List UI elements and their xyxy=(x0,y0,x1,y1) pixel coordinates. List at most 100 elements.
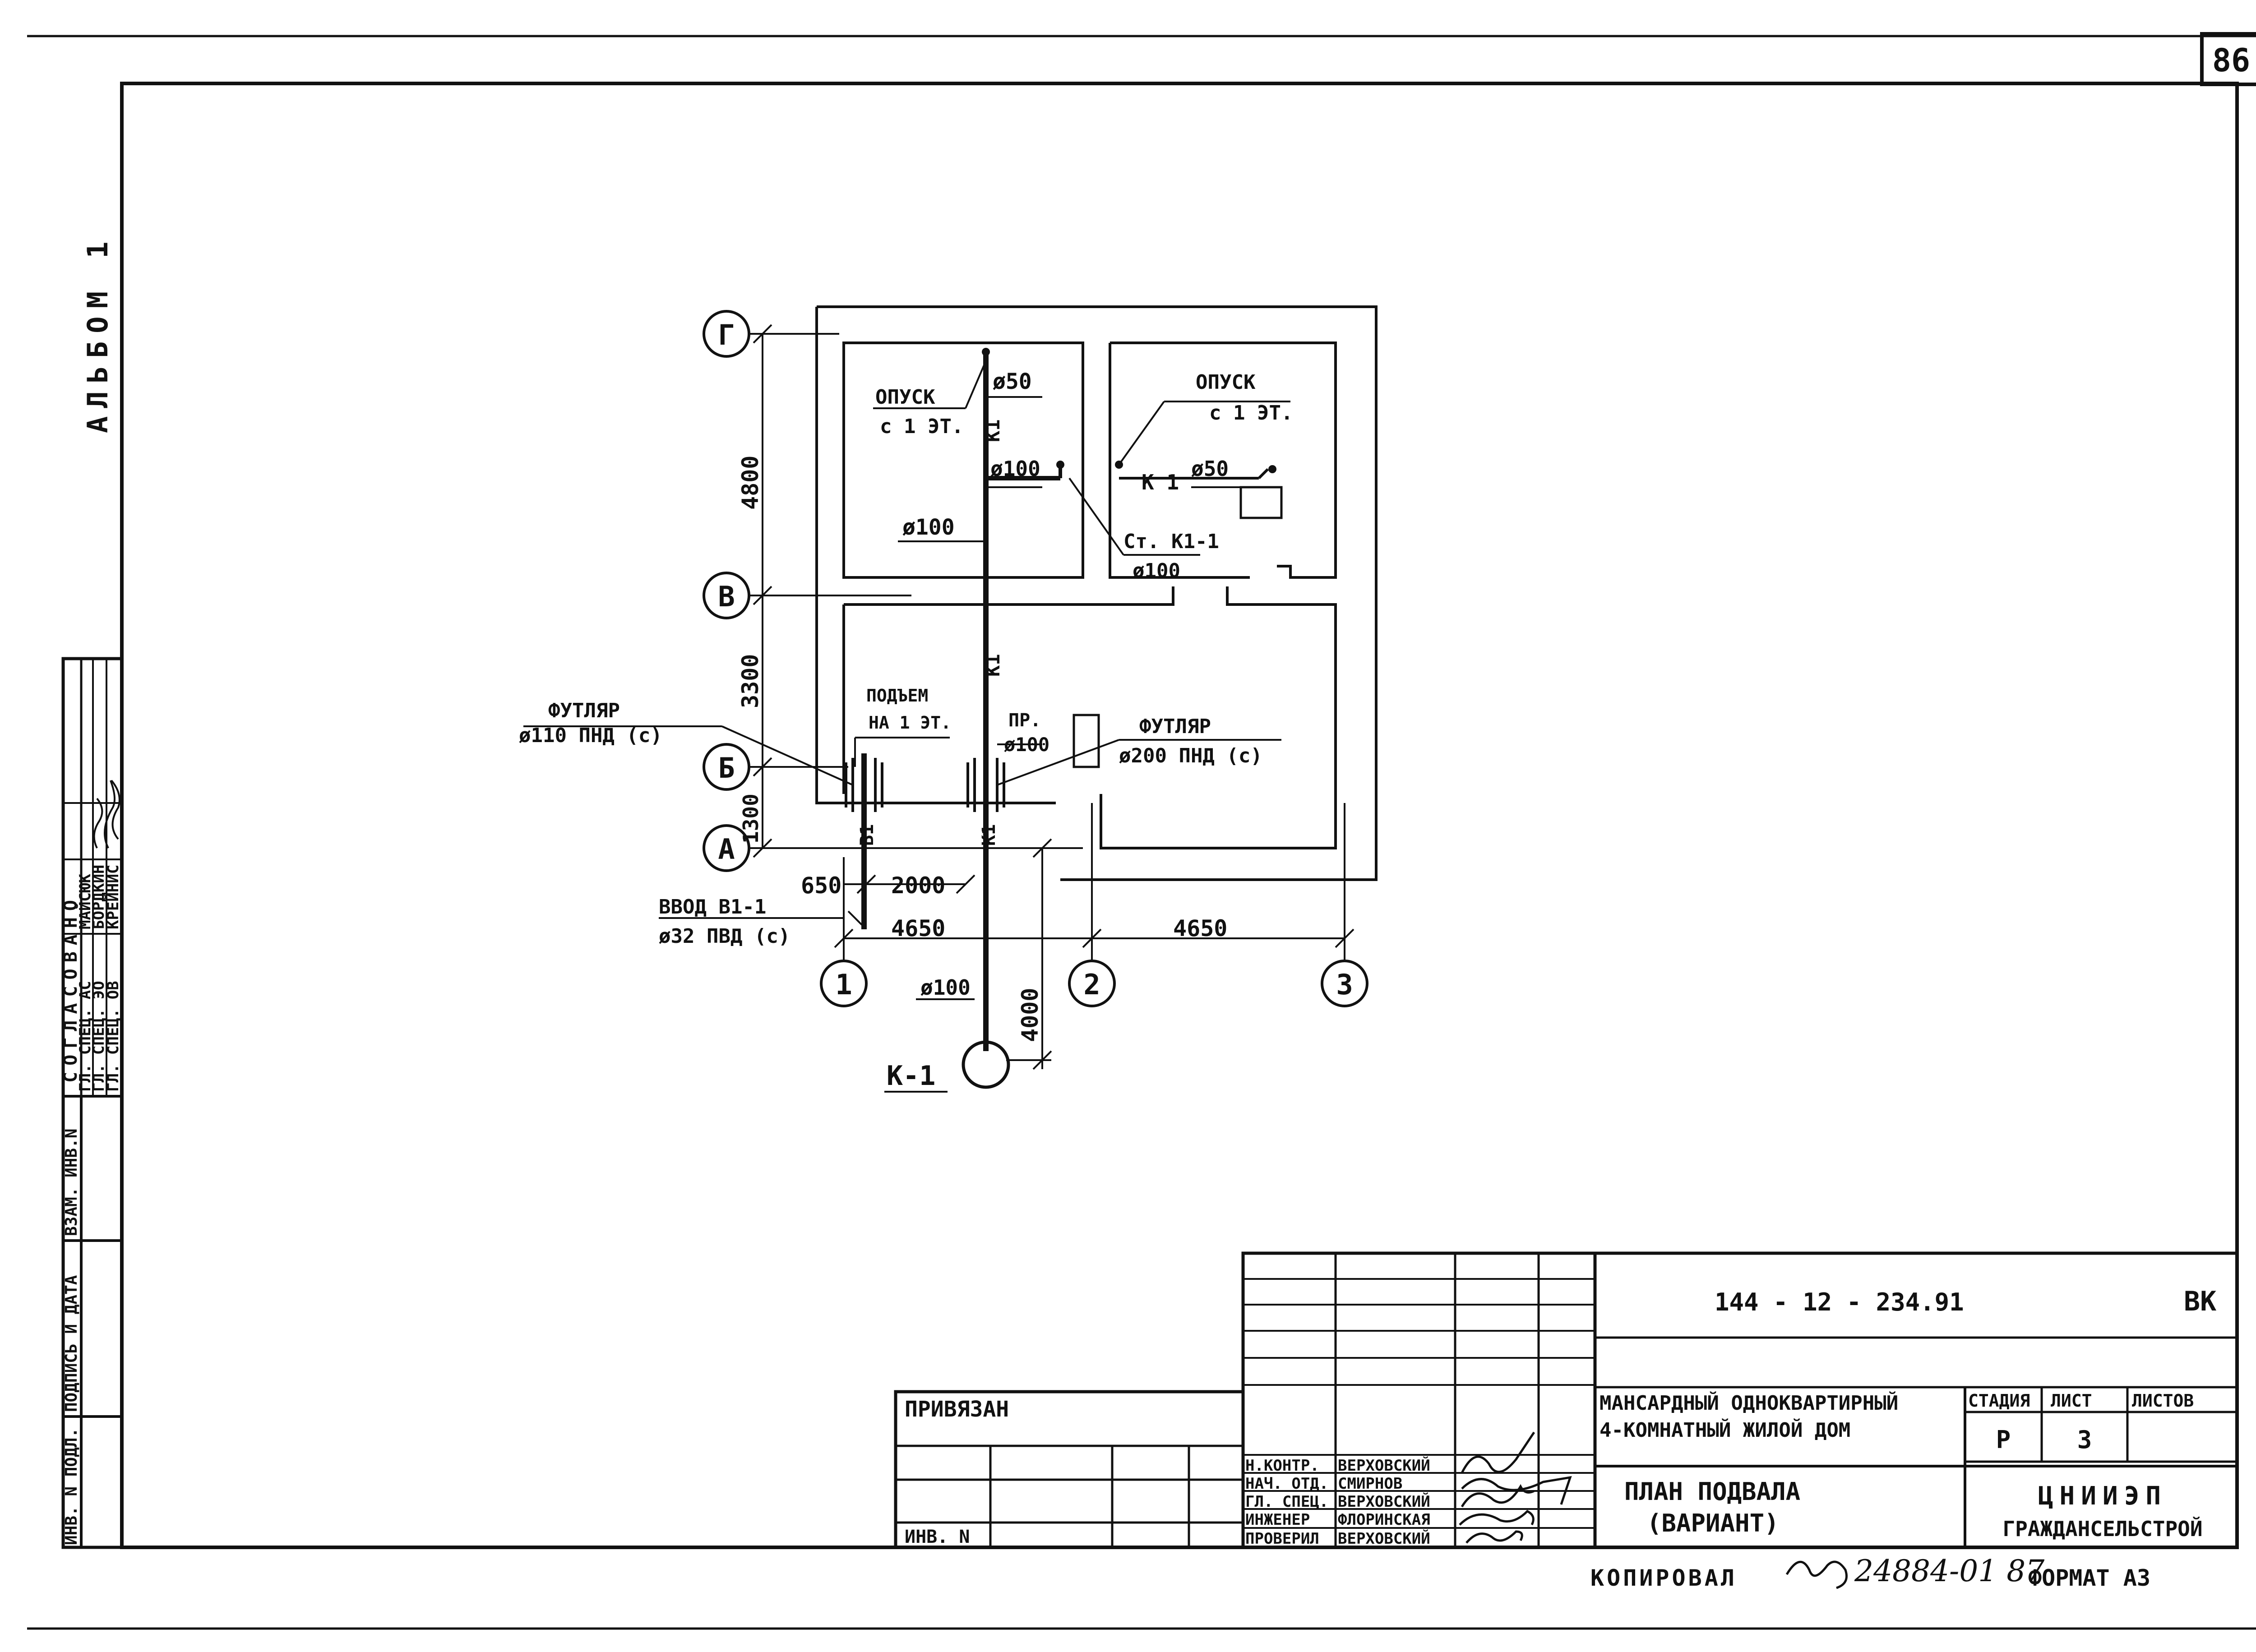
name-proveril: ВЕРХОВСКИЙ xyxy=(1338,1529,1430,1548)
svg-text:2: 2 xyxy=(1083,968,1100,1001)
dim-2000: 2000 xyxy=(891,872,945,899)
dim-1300: 1300 xyxy=(739,794,763,844)
label-d100-d: ø100 xyxy=(1004,734,1049,756)
role-nach-otd: НАЧ. ОТД. xyxy=(1245,1475,1328,1493)
label-podem-floor: НА 1 ЭТ. xyxy=(869,713,951,733)
side-label-podpis: ПОДПИСЬ И ДАТА xyxy=(62,1275,81,1412)
name-nach-otd: СМИРНОВ xyxy=(1338,1475,1402,1493)
approval-strip xyxy=(61,657,124,1549)
label-futlyar-2: ФУТЛЯР xyxy=(1139,715,1211,738)
label-vvod: ВВОД В1-1 xyxy=(659,895,766,918)
document-mark: ВК xyxy=(2184,1286,2216,1317)
dim-4650-right: 4650 xyxy=(1173,915,1227,941)
label-k1-lower: К1 xyxy=(979,824,999,846)
label-podem: ПОДЪЕМ xyxy=(866,686,928,706)
inv-label: ИНВ. N xyxy=(905,1527,970,1547)
pipe-nodes xyxy=(982,348,1276,473)
approval-role-1: ГЛ. СПЕЦ. АС xyxy=(76,981,94,1092)
side-label-inv: ИНВ. N ПОДЛ. xyxy=(62,1428,81,1545)
label-d100-e: ø100 xyxy=(920,975,971,1000)
approval-role-3: ГЛ. СПЕЦ. ОВ xyxy=(104,981,122,1092)
role-nkontr: Н.КОНТР. xyxy=(1245,1457,1319,1475)
list-value: 3 xyxy=(2077,1426,2092,1454)
axis-bubble-1: 1 xyxy=(820,960,868,1007)
side-label-vzam: ВЗАМ. ИНВ.N xyxy=(62,1129,81,1236)
svg-text:А: А xyxy=(718,833,735,866)
label-st-k1: Ст. К1-1 xyxy=(1123,530,1219,553)
sheet-number: 86 xyxy=(2212,42,2250,79)
project-name-line1: МАНСАРДНЫЙ ОДНОКВАРТИРНЫЙ xyxy=(1600,1391,1898,1415)
label-futlyar-1: ФУТЛЯР xyxy=(548,699,620,722)
label-futlyar-1-spec: ø110 ПНД (с) xyxy=(519,724,662,747)
dim-650: 650 xyxy=(801,872,841,899)
approval-name-2: БОРДКИН xyxy=(90,865,108,929)
svg-text:Г: Г xyxy=(718,318,735,351)
svg-text:В: В xyxy=(718,580,735,613)
org-name-line2: ГРАЖДАНСЕЛЬСТРОЙ xyxy=(2002,1517,2202,1541)
role-gl-spec: ГЛ. СПЕЦ. xyxy=(1245,1493,1328,1511)
project-name-line2: 4-КОМНАТНЫЙ ЖИЛОЙ ДОМ xyxy=(1600,1418,1850,1442)
document-code: 144 - 12 - 234.91 xyxy=(1715,1288,1964,1316)
svg-text:1: 1 xyxy=(835,968,852,1001)
role-inzhener: ИНЖЕНЕР xyxy=(1245,1511,1310,1529)
label-opusk-2-floor: с 1 ЭТ. xyxy=(1209,401,1293,425)
stage-header: СТАДИЯ xyxy=(1968,1391,2030,1411)
basement-plan xyxy=(815,305,1378,881)
org-name-line1: ЦНИИЭП xyxy=(2038,1481,2167,1511)
name-nkontr: ВЕРХОВСКИЙ xyxy=(1338,1456,1430,1475)
approval-role-2: ГЛ. СПЕЦ. ЭО xyxy=(90,981,108,1092)
lists-header: ЛИСТОВ xyxy=(2132,1391,2194,1411)
copied-signature xyxy=(1785,1560,1848,1589)
dim-4650-left: 4650 xyxy=(891,915,945,941)
list-header: ЛИСТ xyxy=(2051,1391,2092,1411)
svg-text:3: 3 xyxy=(1336,968,1353,1001)
axis-bubble-g: Г xyxy=(703,310,750,358)
axis-bubble-3: 3 xyxy=(1321,960,1368,1007)
label-k1-upper: К1 xyxy=(982,419,1004,442)
label-k1-mid: К 1 xyxy=(1142,470,1179,494)
name-gl-spec: ВЕРХОВСКИЙ xyxy=(1338,1492,1430,1511)
sheet-title-line2: (ВАРИАНТ) xyxy=(1647,1509,1779,1537)
sheet-number-box xyxy=(2200,32,2256,86)
approval-signature-3 xyxy=(111,780,120,840)
dim-4000: 4000 xyxy=(1017,988,1043,1042)
title-signatures xyxy=(1459,1431,1572,1544)
label-d100-c: ø100 xyxy=(1133,559,1180,582)
copied-label: КОПИРОВАЛ xyxy=(1590,1565,1737,1591)
approval-name-1: МАЙСЮК xyxy=(76,874,94,929)
sewer-well-circle xyxy=(962,1040,1010,1089)
label-pr: ПР. xyxy=(1008,710,1041,731)
approval-signature-2 xyxy=(93,798,103,849)
label-vvod-spec: ø32 ПВД (с) xyxy=(659,925,790,948)
format-label: ФОРМАТ А3 xyxy=(2028,1565,2150,1591)
privyazan-label: ПРИВЯЗАН xyxy=(905,1397,1009,1422)
label-opusk-2: ОПУСК xyxy=(1196,371,1256,394)
label-d50-right: ø50 xyxy=(1191,457,1229,481)
approval-title: СОГЛАСОВАНО xyxy=(60,894,81,1083)
dim-4800: 4800 xyxy=(737,456,763,510)
label-opusk-1: ОПУСК xyxy=(875,386,935,409)
axis-bubble-v: В xyxy=(703,572,750,619)
label-b1: В1 xyxy=(857,824,878,846)
order-number: 24884-01 87 xyxy=(1854,1554,2044,1588)
sheet-title-line1: ПЛАН ПОДВАЛА xyxy=(1624,1477,1800,1506)
role-proveril: ПРОВЕРИЛ xyxy=(1245,1530,1319,1548)
drawing-frame xyxy=(120,82,2239,1549)
label-d100-b: ø100 xyxy=(902,515,955,540)
album-label: АЛЬБОМ 1 xyxy=(81,233,114,433)
label-opusk-1-floor: с 1 ЭТ. xyxy=(880,415,963,438)
axis-bubble-2: 2 xyxy=(1068,960,1116,1007)
label-k1-middle: К1 xyxy=(982,654,1004,677)
dim-3300: 3300 xyxy=(737,654,763,708)
dimension-lines xyxy=(749,324,1355,1070)
axis-bubble-b: Б xyxy=(703,743,750,791)
name-inzhener: ФЛОРИНСКАЯ xyxy=(1338,1511,1430,1529)
label-d50-left: ø50 xyxy=(993,369,1032,394)
leader-lines xyxy=(523,360,1290,1093)
approval-signature-1 xyxy=(104,780,116,849)
label-futlyar-2-spec: ø200 ПНД (с) xyxy=(1119,744,1262,767)
title-block-grid xyxy=(894,1251,2239,1549)
stage-value: Р xyxy=(1996,1426,2011,1454)
axis-bubble-a: А xyxy=(703,824,750,872)
